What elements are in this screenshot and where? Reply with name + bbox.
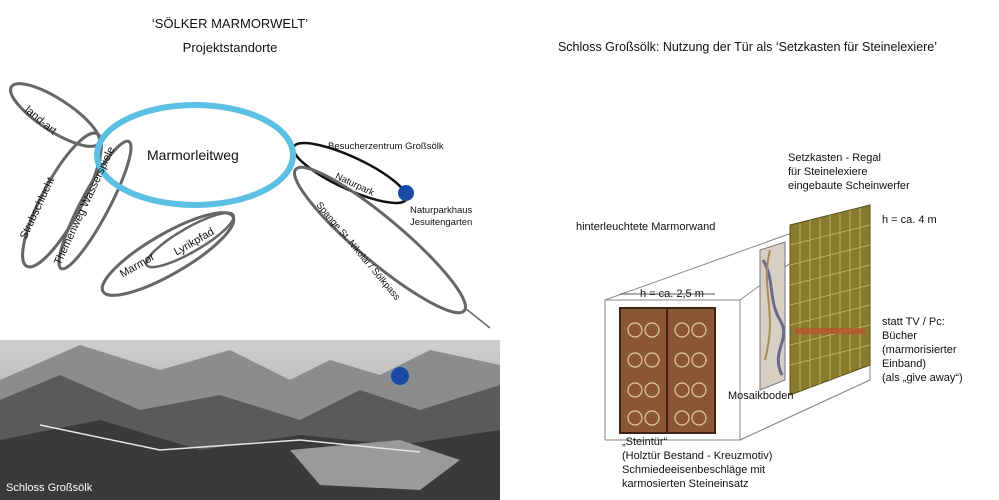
statt-label-4: Einband) [882, 358, 927, 370]
photo-caption: Schloss Großsölk [6, 482, 93, 494]
strubschlucht-ellipse [21, 131, 103, 269]
naturparkhaus-label-2: Jesuitengarten [410, 217, 473, 228]
door-illustration [604, 204, 871, 441]
marmorwand-label: hinterleuchtete Marmorwand [576, 221, 716, 233]
left-title-line2: Projektstandorte [182, 40, 278, 55]
steintuer-label-3: Schmiedeeisenbeschläge mit [622, 464, 766, 476]
lyrikpfad-ellipse [145, 211, 235, 269]
statt-label-3: (marmorisierter [882, 344, 957, 356]
right-title: Schloss Großsölk: Nutzung der Tür als ‘S… [557, 40, 938, 54]
statt-label-1: statt TV / Pc: [882, 316, 945, 328]
setzkasten-label-3: eingebaute Scheinwerfer [788, 180, 910, 192]
left-title-line1: ‘SÖLKER MARMORWELT’ [151, 16, 309, 31]
h25-label: h = ca. 2,5 m [640, 288, 704, 300]
site-diagram [9, 82, 491, 329]
naturparkhaus-label-1: Naturparkhaus [410, 205, 473, 216]
spange-tail-line [464, 307, 491, 329]
statt-label-2: Bücher [882, 330, 917, 342]
besucherzentrum-label: Besucherzentrum Großsölk [328, 141, 444, 152]
marmorleitweg-label: Marmorleitweg [147, 147, 239, 163]
landscape-illustration [0, 345, 500, 500]
castle-marker [391, 367, 409, 385]
setzkasten-label-2: für Steinelexiere [788, 166, 868, 178]
steintuer-label-1: „Steintür“ [622, 436, 668, 448]
mosaik-label: Mosaikboden [728, 390, 794, 402]
h4-label: h = ca. 4 m [882, 214, 937, 226]
themenweg-ellipse [57, 139, 133, 271]
marmorleitweg-ellipse [94, 102, 296, 208]
landscape-photo: Schloss Großsölk [0, 340, 500, 500]
marmor-ellipse [100, 211, 236, 297]
naturparkhaus-marker [398, 185, 414, 201]
statt-label-5: (als „give away“) [882, 372, 963, 384]
spange-ellipse [293, 165, 467, 315]
land-art-ellipse [9, 82, 101, 148]
steintuer-label-2: (Holztür Bestand - Kreuzmotiv) [622, 450, 773, 462]
steintuer-label-4: karmosierten Steineinsatz [622, 478, 749, 490]
setzkasten-label-1: Setzkasten - Regal [788, 152, 881, 164]
